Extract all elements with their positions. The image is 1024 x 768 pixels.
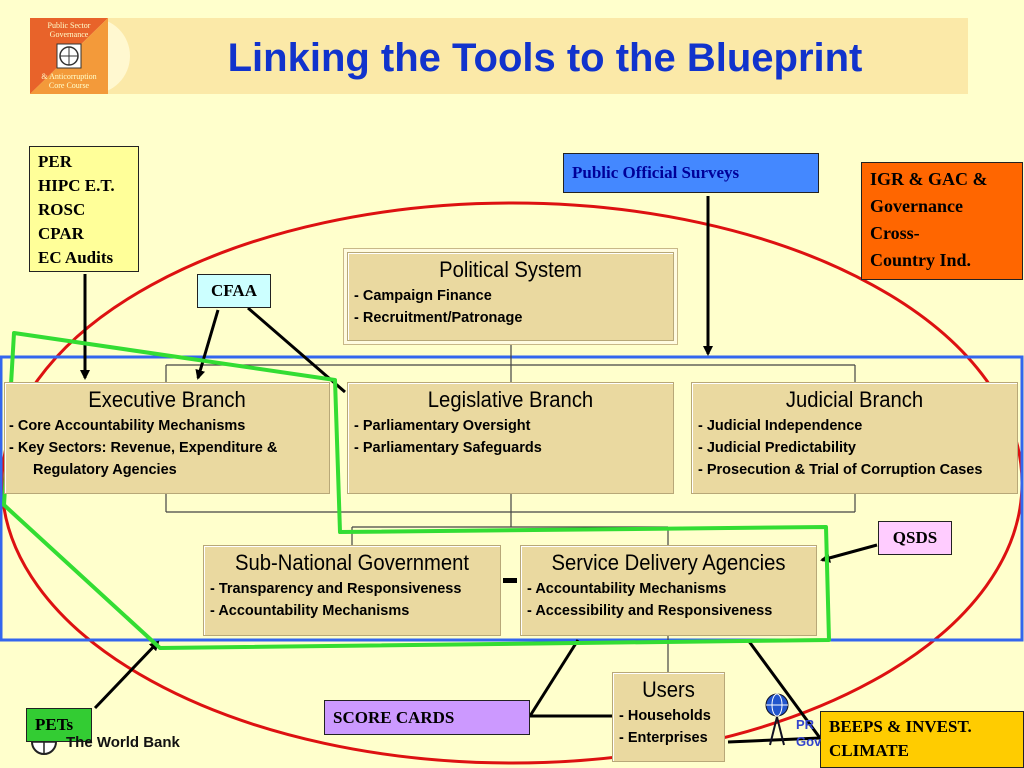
legislative-branch-box: Legislative Branch - Parliamentary Overs… — [347, 382, 674, 494]
cfaa-tag: CFAA — [197, 274, 271, 308]
legislative-branch-title: Legislative Branch — [427, 387, 594, 412]
judicial-branch-title: Judicial Branch — [785, 387, 924, 412]
qsds-tag: QSDS — [878, 521, 952, 555]
sub-national-item: - Accountability Mechanisms — [210, 603, 410, 619]
executive-branch-box: Executive Branch - Core Accountability M… — [4, 382, 330, 494]
pets-tag: PETs — [26, 708, 92, 742]
service-delivery-box: Service Delivery Agencies - Accountabili… — [520, 545, 817, 636]
users-box: Users - Households - Enterprises — [612, 672, 725, 762]
legislative-item: - Parliamentary Safeguards — [354, 440, 542, 456]
users-item: - Enterprises — [619, 730, 708, 746]
executive-item: - Core Accountability Mechanisms — [9, 418, 246, 434]
service-delivery-item: - Accessibility and Responsiveness — [527, 603, 773, 619]
service-delivery-item: - Accountability Mechanisms — [527, 581, 727, 597]
users-title: Users — [642, 677, 695, 702]
judicial-branch-box: Judicial Branch - Judicial Independence … — [691, 382, 1018, 494]
executive-item: Regulatory Agencies — [33, 462, 177, 478]
beeps-tag: BEEPS & INVEST.CLIMATE — [820, 711, 1024, 768]
sub-national-title: Sub-National Government — [234, 550, 469, 575]
world-bank-label: The World Bank — [66, 734, 180, 751]
score-cards-tag: SCORE CARDS — [324, 700, 530, 735]
page-title: Linking the Tools to the Blueprint — [227, 36, 863, 80]
legislative-item: - Parliamentary Oversight — [354, 418, 531, 434]
executive-item: - Key Sectors: Revenue, Expenditure & — [9, 440, 278, 456]
judicial-item: - Judicial Independence — [698, 418, 863, 434]
course-logo-graphic — [30, 18, 108, 94]
globe-icon — [765, 693, 789, 746]
political-system-title: Political System — [439, 257, 582, 282]
political-item: - Recruitment/Patronage — [354, 310, 523, 326]
public-official-surveys-tag: Public Official Surveys — [563, 153, 819, 193]
political-item: - Campaign Finance — [354, 288, 492, 304]
political-system-box: Political System - Campaign Finance - Re… — [347, 252, 674, 341]
link-dash — [503, 578, 517, 583]
executive-branch-title: Executive Branch — [88, 387, 246, 412]
title-bar — [30, 18, 968, 94]
sub-national-box: Sub-National Government - Transparency a… — [203, 545, 501, 636]
judicial-item: - Judicial Predictability — [698, 440, 856, 456]
users-item: - Households — [619, 708, 711, 724]
service-delivery-title: Service Delivery Agencies — [551, 550, 786, 575]
green-outline — [2, 331, 831, 650]
judicial-item: - Prosecution & Trial of Corruption Case… — [698, 462, 983, 478]
sub-national-item: - Transparency and Responsiveness — [210, 581, 462, 597]
